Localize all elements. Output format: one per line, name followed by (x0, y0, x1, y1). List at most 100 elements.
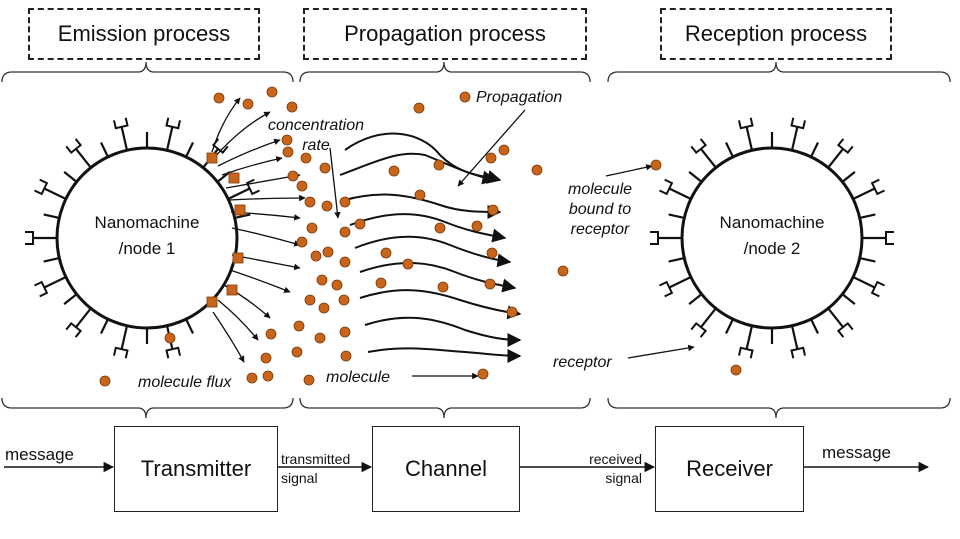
molecule-dot (414, 189, 426, 201)
molecule-dot (531, 164, 543, 176)
receptor-cup (34, 280, 49, 298)
molecule-dot (282, 146, 294, 158)
receptor-stalk (725, 142, 734, 158)
receptor-stalk (43, 256, 60, 263)
brace-bottom-emission (1, 397, 294, 419)
molecule-dot (318, 302, 330, 314)
molecule-dot (375, 277, 387, 289)
receptor-cup (165, 346, 181, 359)
receptor-stalk (790, 126, 799, 151)
molecule-dot (730, 364, 742, 376)
receptor-stalk (827, 148, 844, 169)
molecule-dot (99, 375, 111, 387)
receptor-stalk (725, 318, 734, 334)
molecule-dot (498, 144, 510, 156)
receptors-node-2 (650, 117, 894, 359)
molecule-label: molecule (326, 369, 391, 386)
receptor-stalk (688, 171, 703, 183)
molecule-dot (293, 320, 305, 332)
concentration-label-line1: concentration (267, 117, 365, 134)
received-signal-label: received signal (576, 450, 642, 488)
receptor-stalk (75, 148, 92, 169)
surface-molecule (206, 296, 218, 308)
receptor-stalk (841, 293, 856, 305)
molecule-dot (265, 328, 277, 340)
surface-molecule (234, 204, 246, 216)
node-1-label: Nanomachine /node 1 (77, 210, 217, 262)
surface-molecule (228, 172, 240, 184)
receptor-stalk (700, 148, 717, 169)
molecule-dot (340, 350, 352, 362)
propagation-label: Propagation (476, 89, 563, 106)
molecule-dot (380, 247, 392, 259)
molecule-dot (471, 220, 483, 232)
molecule-dot (650, 159, 662, 171)
molecule-dot (339, 256, 351, 268)
receptor-stalk (120, 126, 129, 151)
receptor-cup (690, 138, 708, 155)
surface-molecule (206, 152, 218, 164)
molecule-dot (296, 236, 308, 248)
node-1-label-line1: Nanomachine (94, 213, 200, 232)
node-1-label-line2: /node 1 (118, 239, 176, 258)
node-2-label-line1: Nanomachine (719, 213, 825, 232)
molecule-dot (164, 332, 176, 344)
molecule-dot (477, 368, 489, 380)
stage-emission: Emission process (28, 8, 260, 60)
molecule-dot (321, 200, 333, 212)
receptor-cup (870, 178, 885, 196)
molecule-dot (485, 152, 497, 164)
brace-top-reception (607, 61, 951, 83)
molecule-dot (413, 102, 425, 114)
molecule-dot (246, 372, 258, 384)
receptor-stalk (668, 187, 692, 200)
molecule-dot (303, 374, 315, 386)
receptor-stalk (668, 256, 685, 263)
receptor-cup (870, 280, 885, 298)
receptor-stalk (227, 187, 251, 200)
molecule-bound-line2: bound to (568, 201, 632, 218)
molecule-dot (402, 258, 414, 270)
molecule-dot (300, 152, 312, 164)
receptor-stalk (852, 187, 876, 200)
receptor-label: receptor (553, 354, 612, 371)
molecule-dot (339, 326, 351, 338)
receptor-cup (245, 178, 260, 196)
receptor-stalk (120, 325, 129, 350)
receptor-stalk (841, 171, 856, 183)
receptor-cup (113, 117, 129, 130)
molecule-dot (487, 204, 499, 216)
receptor-stalk (185, 318, 194, 334)
receptor-cup (790, 117, 806, 130)
channel-label: Channel (405, 456, 487, 481)
receptor-stalk (43, 187, 67, 200)
node-2-label: Nanomachine /node 2 (702, 210, 842, 262)
receptor-cup (836, 321, 854, 338)
concentration-label-line2: rate (302, 137, 330, 154)
receptor-stalk (668, 213, 685, 220)
molecule-dot (557, 265, 569, 277)
receptor-stalk (43, 276, 67, 289)
molecule-dot (459, 91, 471, 103)
receiver-label: Receiver (686, 456, 773, 481)
molecule-dot (339, 196, 351, 208)
node-2-label-line2: /node 2 (743, 239, 801, 258)
receptor-cup (836, 138, 854, 155)
molecule-bound-label: molecule bound to receptor (552, 180, 648, 240)
stage-propagation-label: Propagation process (344, 21, 546, 46)
stage-emission-label: Emission process (57, 21, 231, 46)
molecule-dot (506, 306, 518, 318)
brace-top-propagation (299, 61, 591, 83)
molecule-dot (304, 196, 316, 208)
molecule-dot (319, 162, 331, 174)
molecule-dot (314, 332, 326, 344)
surface-molecule (232, 252, 244, 264)
transmitter-label: Transmitter (140, 456, 252, 481)
message-in-label: message (5, 445, 74, 464)
transmitter-block: Transmitter (114, 426, 278, 512)
receptor-cup (113, 346, 129, 359)
stage-propagation: Propagation process (303, 8, 587, 60)
molecule-bound-line3: receptor (570, 221, 630, 238)
molecule-dot (260, 352, 272, 364)
